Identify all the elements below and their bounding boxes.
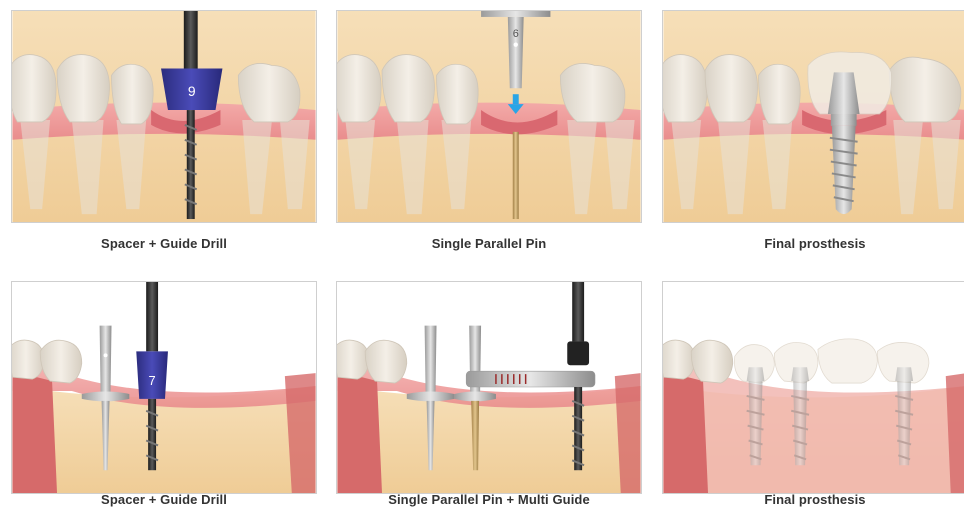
caption-single-parallel-pin: Single Parallel Pin [336,236,642,251]
spacer-number: 9 [188,83,196,99]
teeth [12,340,82,383]
illustration-spacer-guide-drill: 9 [12,11,316,222]
illustration-final-prosthesis [663,11,964,222]
panel-single-parallel-pin-top: 6 [336,10,642,223]
pin-number: 6 [513,28,519,40]
drill-shank [184,11,198,70]
drill-shank [146,282,158,351]
caption-spacer-guide-drill: Spacer + Guide Drill [11,236,317,251]
pin-in-bone [513,132,519,219]
panel-spacer-guide-drill-bottom: 7 [11,281,317,494]
panel-single-parallel-pin-multi-guide [336,281,642,494]
caption-final-prosthesis: Final prosthesis [662,236,964,251]
caption-single-parallel-pin-multi-guide: Single Parallel Pin + Multi Guide [336,492,642,507]
drill-stopper [567,341,589,365]
gum-side [337,371,382,493]
illustration-final-prosthesis-bridge [663,282,964,493]
gum-side [663,371,708,493]
panel-final-prosthesis-bottom [662,281,964,494]
teeth [663,340,733,383]
teeth [337,340,407,383]
drill-shank [572,282,584,341]
illustration-multi-guide [337,282,641,493]
illustration-single-parallel-pin: 6 [337,11,641,222]
caption-final-prosthesis-2: Final prosthesis [662,492,964,507]
panel-spacer-guide-drill-top: 9 [11,10,317,223]
spacer-number: 7 [149,373,156,388]
caption-spacer-guide-drill-2: Spacer + Guide Drill [11,492,317,507]
illustration-spacer-guide-drill-edentulous: 7 [12,282,316,493]
multi-guide-bar [466,371,595,387]
panel-final-prosthesis-top [662,10,964,223]
gum-side [12,371,57,493]
